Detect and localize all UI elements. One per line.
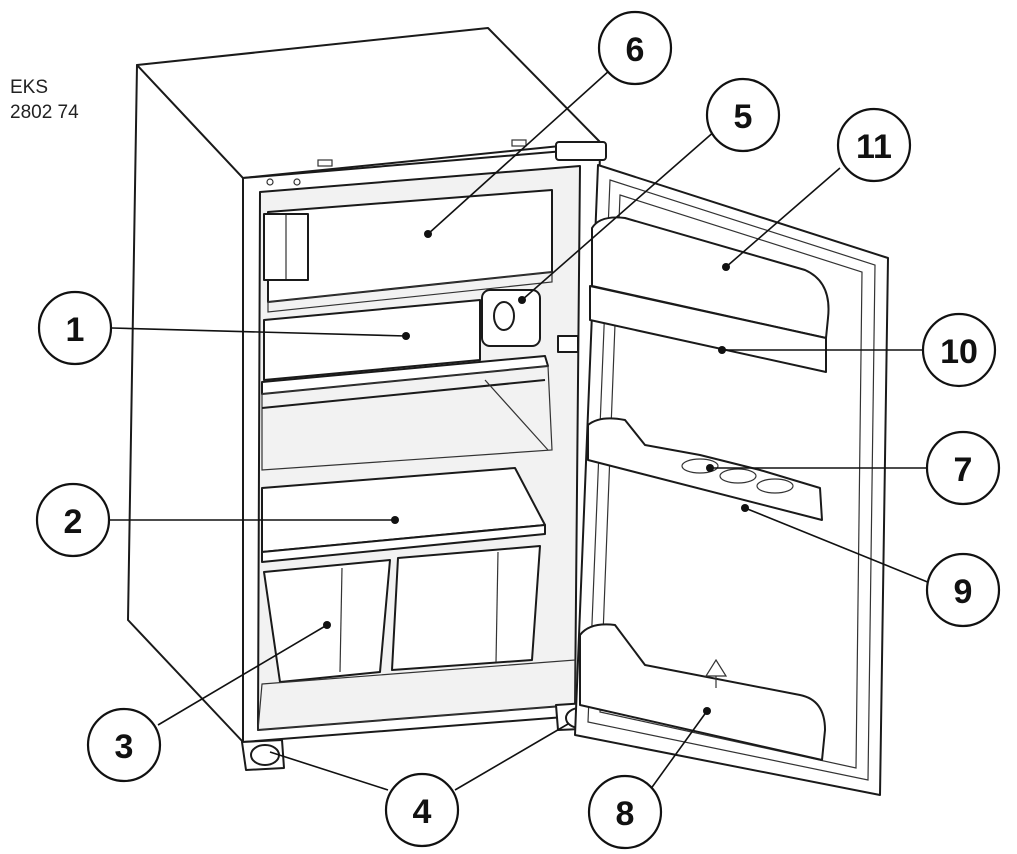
callout-8-label: 8 bbox=[616, 795, 635, 833]
callout-2-label: 2 bbox=[64, 503, 83, 541]
callout-1: 1 bbox=[37, 290, 113, 366]
glass-shelf bbox=[261, 467, 546, 563]
callout-9-label: 9 bbox=[954, 573, 973, 611]
callout-10-label: 10 bbox=[940, 333, 978, 371]
thermostat-lamp bbox=[481, 289, 579, 353]
callout-6-label: 6 bbox=[626, 31, 645, 69]
callout-3-label: 3 bbox=[115, 728, 134, 766]
callout-11-label: 11 bbox=[856, 128, 892, 166]
callout-5-label: 5 bbox=[734, 98, 753, 136]
model-line-1: EKS bbox=[10, 77, 49, 98]
callout-7-label: 7 bbox=[954, 451, 973, 489]
callout-6: 6 bbox=[597, 10, 673, 86]
callout-4: 4 bbox=[384, 772, 460, 848]
crisper-drawers bbox=[257, 545, 576, 731]
callout-9: 9 bbox=[925, 552, 1001, 628]
model-line-2: 2802 74 bbox=[10, 102, 79, 123]
door-egg-shelf bbox=[587, 417, 823, 521]
freezer-compartment bbox=[263, 189, 553, 313]
model-label: EKS 2802 74 bbox=[10, 75, 79, 125]
callout-5: 5 bbox=[705, 77, 781, 153]
leader-lines bbox=[110, 69, 931, 791]
callout-8: 8 bbox=[587, 774, 663, 850]
callout-11: 11 bbox=[836, 107, 912, 183]
callout-1-label: 1 bbox=[66, 311, 85, 349]
callout-4-label: 4 bbox=[413, 793, 432, 831]
callout-3: 3 bbox=[86, 707, 162, 783]
callout-7: 7 bbox=[925, 430, 1001, 506]
door-bottle-shelf bbox=[579, 623, 826, 761]
upper-shelf bbox=[261, 299, 553, 471]
callout-10: 10 bbox=[921, 312, 997, 388]
callout-2: 2 bbox=[35, 482, 111, 558]
